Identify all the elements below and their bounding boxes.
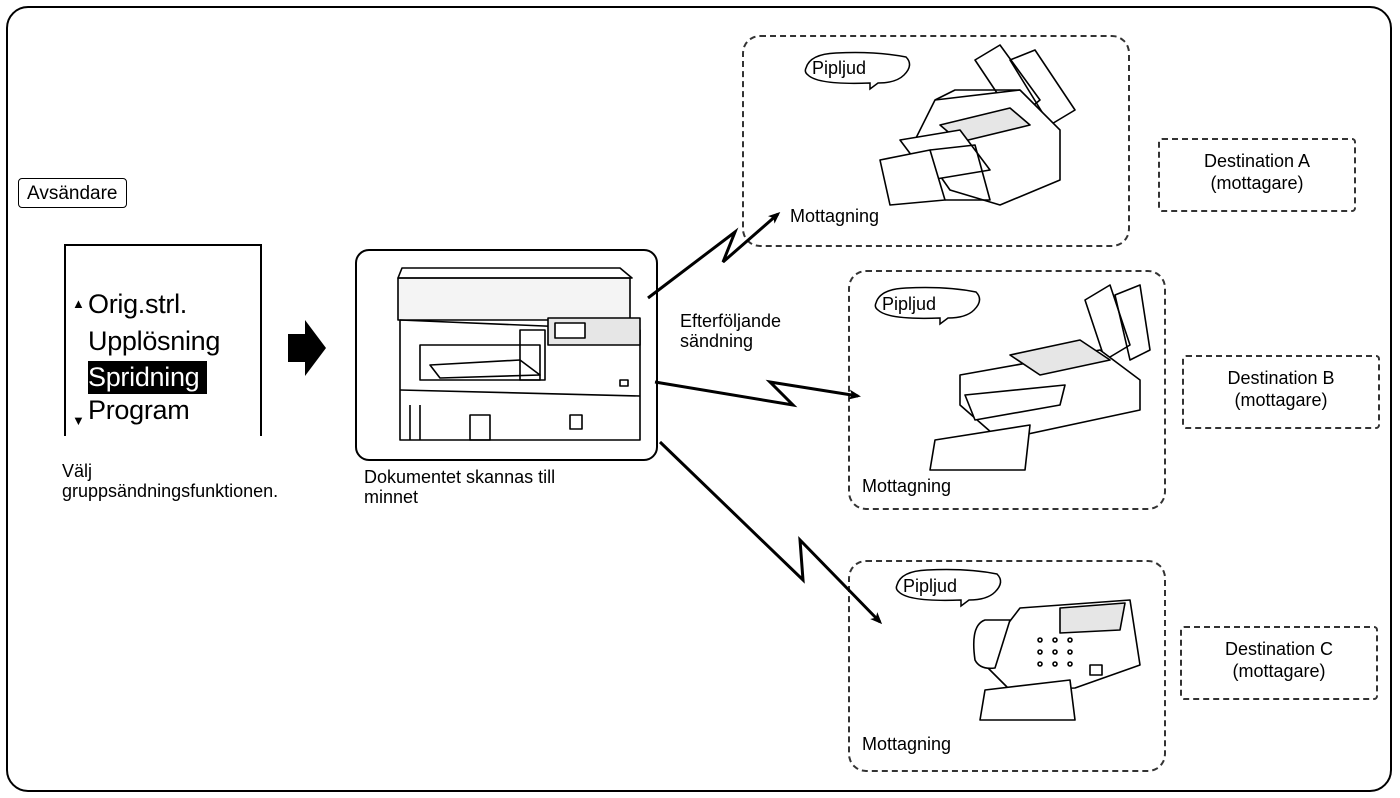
lcd-menu: ▲ Orig.strl. Upplösning Spridning ▼ Prog… xyxy=(64,244,262,436)
menu-left-border xyxy=(64,244,66,436)
speech-bubble-icon xyxy=(895,568,1002,608)
menu-top-line xyxy=(64,244,262,246)
telephone-fax-icon xyxy=(972,599,1141,721)
caption-sequential-line1: Efterföljande xyxy=(680,311,782,331)
copier-icon xyxy=(397,267,641,441)
speech-bubble-icon xyxy=(874,286,981,326)
sender-label: Avsändare xyxy=(18,178,127,208)
fax-machine-icon xyxy=(879,44,1076,206)
destination-b-subtitle: (mottagare) xyxy=(1234,390,1328,410)
caption-select-line2: gruppsändningsfunktionen. xyxy=(62,481,279,501)
receiving-label-c: Mottagning xyxy=(862,734,952,754)
beep-bubble-b: Pipljud xyxy=(882,294,937,314)
destination-b: Destination B (mottagare) xyxy=(1182,355,1380,429)
caption-select-line1: Välj xyxy=(62,461,93,481)
caption-scanned-line2: minnet xyxy=(364,487,419,507)
receiver-box-c xyxy=(848,560,1166,772)
speech-bubble-icon xyxy=(804,51,911,91)
copier-box xyxy=(355,249,658,461)
scroll-down-icon: ▼ xyxy=(72,413,85,428)
menu-right-border xyxy=(260,244,262,436)
beep-bubble-c: Pipljud xyxy=(903,576,958,596)
fax-machine-icon xyxy=(929,284,1151,471)
destination-a: Destination A (mottagare) xyxy=(1158,138,1356,212)
diagram-frame xyxy=(6,6,1392,792)
transmission-arrow-c xyxy=(658,440,883,625)
destination-c: Destination C (mottagare) xyxy=(1180,626,1378,700)
destination-a-title: Destination A xyxy=(1203,151,1311,171)
menu-item-resolution: Upplösning xyxy=(88,326,221,356)
menu-item-broadcast-selected: Spridning xyxy=(88,361,208,394)
flow-arrow-icon xyxy=(288,320,326,376)
receiving-label-a: Mottagning xyxy=(790,206,880,226)
receiver-box-a xyxy=(742,35,1130,247)
destination-a-subtitle: (mottagare) xyxy=(1210,173,1304,193)
beep-bubble-a: Pipljud xyxy=(812,58,867,78)
transmission-arrow-b xyxy=(654,379,861,408)
destination-c-title: Destination C xyxy=(1224,639,1334,659)
transmission-arrow-a xyxy=(647,212,781,300)
destination-c-subtitle: (mottagare) xyxy=(1232,661,1326,681)
scroll-up-icon: ▲ xyxy=(72,296,85,311)
menu-item-program: Program xyxy=(88,395,190,425)
caption-scanned-line1: Dokumentet skannas till xyxy=(364,467,556,487)
receiving-label-b: Mottagning xyxy=(862,476,952,496)
menu-item-orig-size: Orig.strl. xyxy=(88,289,188,319)
destination-b-title: Destination B xyxy=(1227,368,1335,388)
caption-sequential-line2: sändning xyxy=(680,331,754,351)
